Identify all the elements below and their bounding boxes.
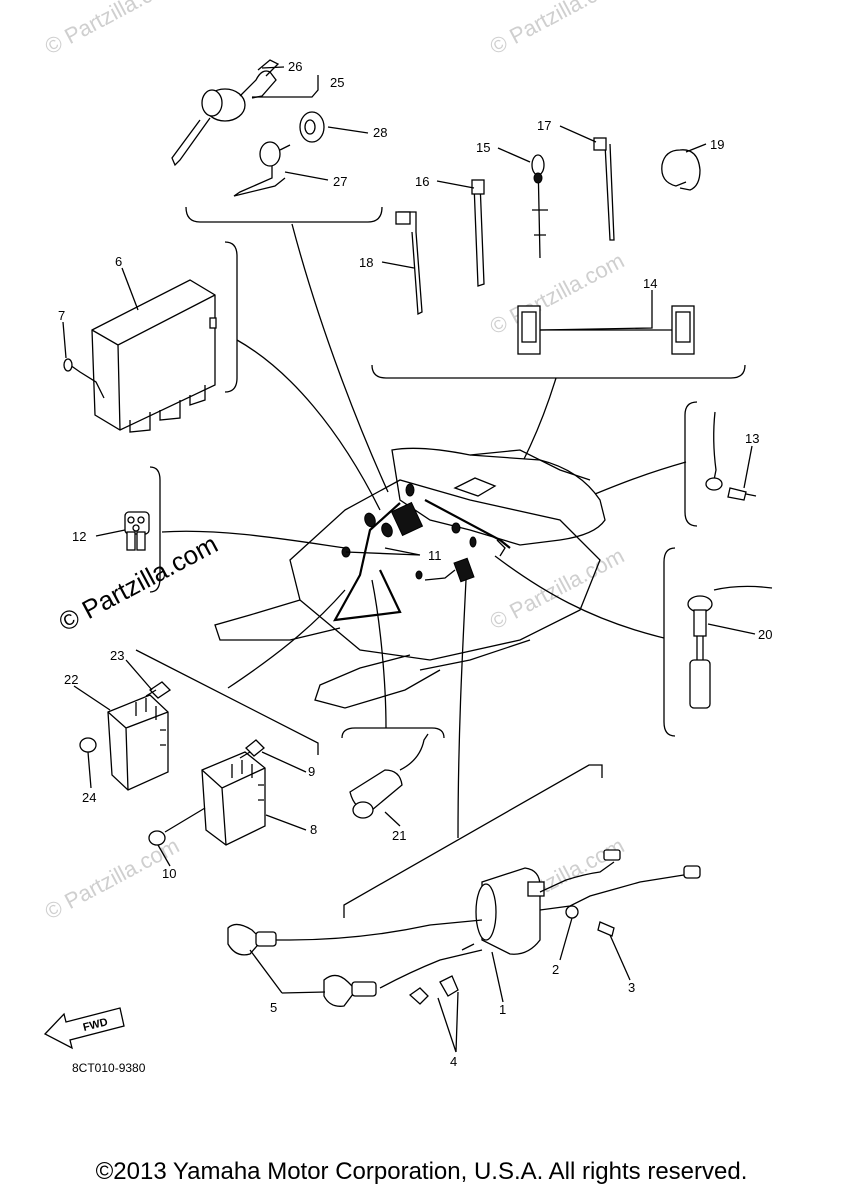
part-label-10: 10	[162, 866, 176, 881]
part-label-19: 19	[710, 137, 724, 152]
chassis-connector	[451, 522, 461, 534]
part-13-group	[705, 411, 757, 501]
part-1-ignition-coil	[481, 867, 541, 955]
chassis	[214, 447, 606, 709]
fwd-arrow: FWD	[43, 1007, 125, 1050]
part-27-switch	[259, 141, 281, 167]
part-label-16: 16	[415, 174, 429, 189]
part-21-condenser	[349, 733, 429, 819]
part-label-17: 17	[537, 118, 551, 133]
part-2-terminal	[565, 905, 579, 919]
part-label-8: 8	[310, 822, 317, 837]
rectifier-group	[148, 739, 266, 846]
part-label-20: 20	[758, 627, 772, 642]
ignition-coil-group	[227, 849, 701, 1007]
part-label-28: 28	[373, 125, 387, 140]
part-7-screw	[63, 358, 73, 372]
part-label-6: 6	[115, 254, 122, 269]
chassis-connector	[453, 557, 475, 583]
part-3-screw	[597, 921, 615, 937]
part-20-sensor	[687, 585, 773, 709]
chassis-connector	[364, 512, 376, 528]
part-6-cdi-unit	[91, 279, 216, 431]
diagram-code: 8CT010-9380	[72, 1061, 146, 1075]
part-4-clip	[408, 987, 429, 1005]
leader-lines	[161, 223, 687, 839]
part-label-3: 3	[628, 980, 635, 995]
watermark: © Partzilla.com	[486, 0, 629, 59]
watermark: © Partzilla.com	[41, 0, 184, 59]
part-label-1: 1	[499, 1002, 506, 1017]
part-label-4: 4	[450, 1054, 457, 1069]
part-label-26: 26	[288, 59, 302, 74]
chassis-connector	[415, 570, 423, 580]
label-leaders	[62, 66, 756, 1053]
part-label-12: 12	[72, 529, 86, 544]
part-label-11: 11	[428, 548, 442, 563]
part-label-23: 23	[110, 648, 124, 663]
cdi-unit-group	[63, 279, 217, 433]
part-22-regulator	[107, 694, 169, 791]
part-label-9: 9	[308, 764, 315, 779]
part-label-22: 22	[64, 672, 78, 687]
switch-face	[201, 89, 223, 117]
part-4-clip	[439, 975, 459, 997]
regulator-group	[79, 681, 172, 791]
main-switch-group	[171, 59, 325, 197]
chassis-connector	[381, 522, 393, 538]
part-8-rectifier	[201, 751, 266, 846]
part-10-nut	[148, 830, 166, 846]
part-label-5: 5	[270, 1000, 277, 1015]
fwd-label: FWD	[82, 1016, 109, 1034]
chassis-connector	[390, 501, 424, 537]
group-brackets	[135, 206, 746, 918]
wire-bands-group	[395, 137, 701, 355]
part-label-7: 7	[58, 308, 65, 323]
part-label-2: 2	[552, 962, 559, 977]
part-label-27: 27	[333, 174, 347, 189]
part-label-13: 13	[745, 431, 759, 446]
part-28-ring	[299, 111, 325, 143]
part-label-21: 21	[392, 828, 406, 843]
part-label-14: 14	[643, 276, 657, 291]
part-13-bolt	[727, 487, 747, 501]
part-label-15: 15	[476, 140, 490, 155]
chassis-connector	[469, 536, 477, 548]
part-labels: 26 25 28 27 17 15 19 16 18 14 6 7 12 13 …	[58, 59, 772, 1075]
part-9-bolt	[245, 739, 265, 757]
watermark: © Partzilla.com	[486, 248, 629, 340]
chassis-connector	[405, 483, 415, 497]
part-label-18: 18	[359, 255, 373, 270]
part-label-25: 25	[330, 75, 344, 90]
part-12-connector	[124, 511, 150, 551]
part-23-bolt	[148, 681, 172, 699]
part-24-nut	[79, 737, 97, 753]
copyright-notice: ©2013 Yamaha Motor Corporation, U.S.A. A…	[95, 1158, 748, 1185]
part-label-24: 24	[82, 790, 96, 805]
